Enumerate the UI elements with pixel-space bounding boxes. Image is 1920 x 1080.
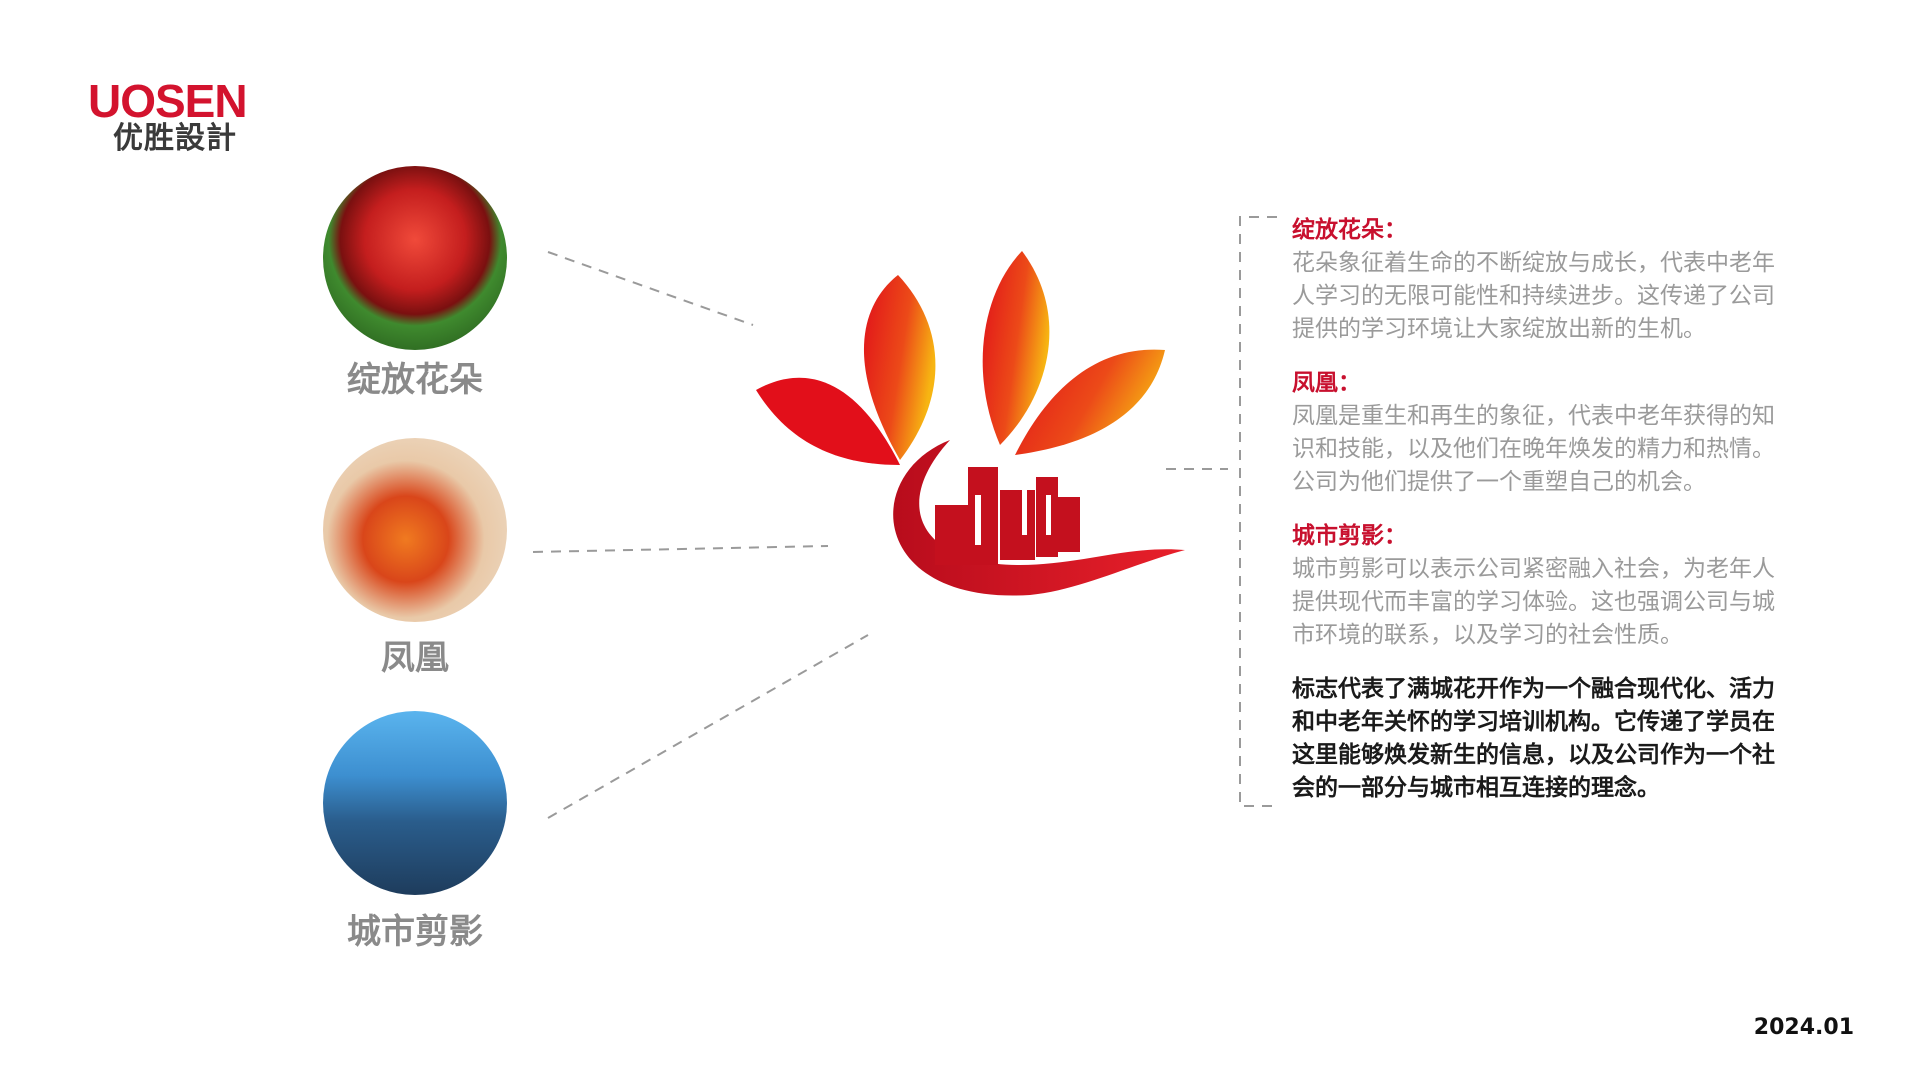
brand-logo: UOSEN 优胜設計 xyxy=(88,78,253,160)
date-label: 2024.01 xyxy=(1753,1015,1854,1040)
text-bracket xyxy=(1239,216,1277,807)
section-body-phoenix: 凤凰是重生和再生的象征，代表中老年获得的知识和技能，以及他们在晚年焕发的精力和热… xyxy=(1292,403,1775,495)
central-logo-icon xyxy=(756,251,1185,596)
city-label: 城市剪影 xyxy=(347,912,483,952)
section-title-phoenix: 凤凰： xyxy=(1292,370,1361,396)
phoenix-label: 凤凰 xyxy=(381,638,449,678)
connector-city xyxy=(547,634,869,819)
section-title-flower: 绽放花朵： xyxy=(1292,217,1407,243)
flower-label: 绽放花朵 xyxy=(347,360,483,400)
section-title-city: 城市剪影： xyxy=(1292,523,1407,549)
brand-name-cn: 优胜設計 xyxy=(113,121,237,156)
connector-phoenix xyxy=(532,545,829,553)
summary-text: 标志代表了满城花开作为一个融合现代化、活力和中老年关怀的学习培训机构。它传递了学… xyxy=(1292,676,1775,801)
connector-flower xyxy=(547,251,754,326)
flower-photo xyxy=(323,166,507,350)
city-photo xyxy=(323,711,507,895)
phoenix-photo xyxy=(323,438,507,622)
brand-name-en: UOSEN xyxy=(88,75,248,127)
description-panel: 绽放花朵： 花朵象征着生命的不断绽放与成长，代表中老年人学习的无限可能性和持续进… xyxy=(1292,214,1792,805)
section-body-city: 城市剪影可以表示公司紧密融入社会，为老年人提供现代而丰富的学习体验。这也强调公司… xyxy=(1292,556,1775,648)
section-body-flower: 花朵象征着生命的不断绽放与成长，代表中老年人学习的无限可能性和持续进步。这传递了… xyxy=(1292,250,1775,342)
